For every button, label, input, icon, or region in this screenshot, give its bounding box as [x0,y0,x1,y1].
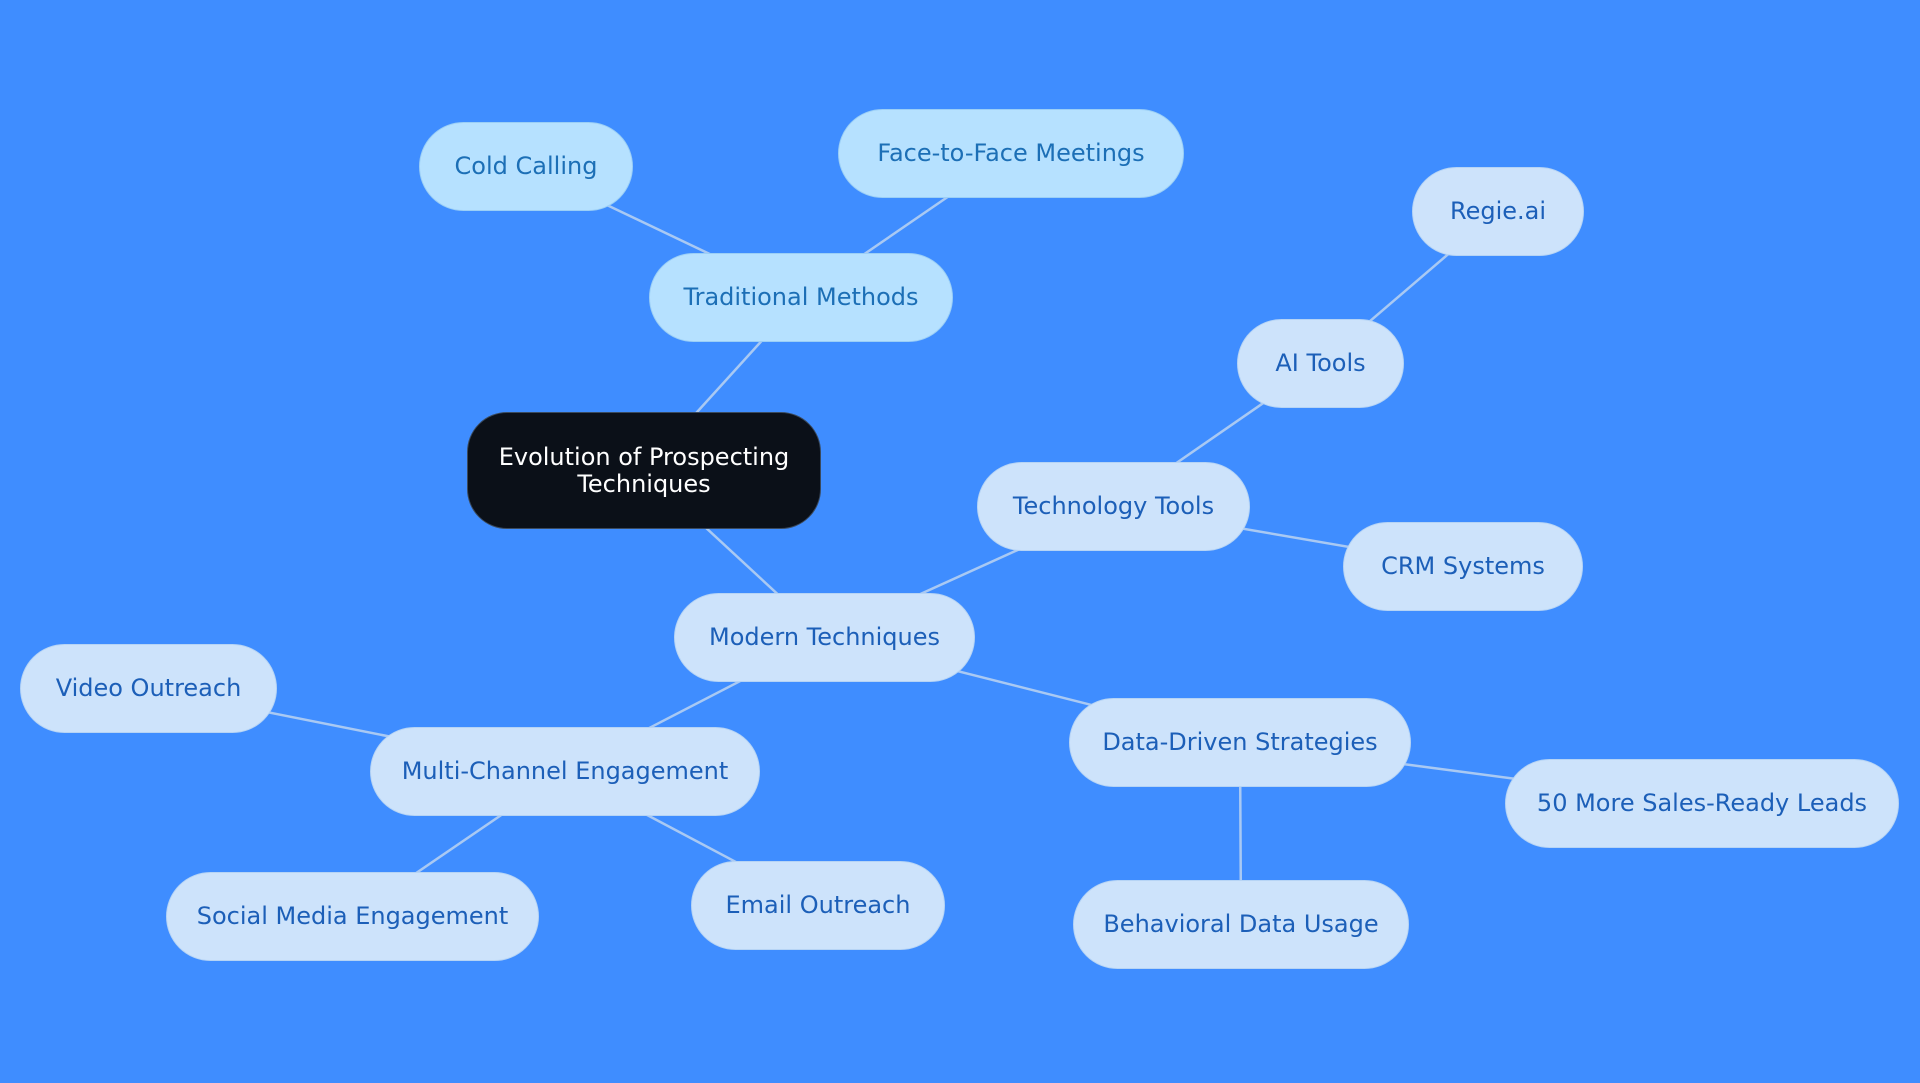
node-traditional-methods[interactable]: Traditional Methods [649,253,953,342]
node-video-outreach[interactable]: Video Outreach [20,644,277,733]
node-evolution-of-prospecting-techniques[interactable]: Evolution of Prospecting Techniques [467,412,821,529]
node-data-driven-strategies[interactable]: Data-Driven Strategies [1069,698,1411,787]
node-regie-ai[interactable]: Regie.ai [1412,167,1584,256]
node-ai-tools[interactable]: AI Tools [1237,319,1404,408]
node-crm-systems[interactable]: CRM Systems [1343,522,1583,611]
node-label: 50 More Sales-Ready Leads [1536,789,1868,817]
node-50-more-sales-ready-leads[interactable]: 50 More Sales-Ready Leads [1505,759,1899,848]
node-technology-tools[interactable]: Technology Tools [977,462,1250,551]
node-email-outreach[interactable]: Email Outreach [691,861,945,950]
node-label: Evolution of Prospecting Techniques [498,442,790,498]
node-label: Behavioral Data Usage [1103,910,1379,938]
node-face-to-face-meetings[interactable]: Face-to-Face Meetings [838,109,1184,198]
node-label: Social Media Engagement [196,902,509,930]
node-label: CRM Systems [1381,552,1545,580]
node-label: Data-Driven Strategies [1102,728,1378,756]
node-modern-techniques[interactable]: Modern Techniques [674,593,975,682]
node-label: AI Tools [1275,349,1366,377]
node-multi-channel-engagement[interactable]: Multi-Channel Engagement [370,727,760,816]
node-label: Video Outreach [55,674,242,702]
node-label: Face-to-Face Meetings [877,139,1145,167]
node-label: Cold Calling [454,152,598,180]
node-behavioral-data-usage[interactable]: Behavioral Data Usage [1073,880,1409,969]
node-label: Regie.ai [1449,197,1547,225]
node-label: Traditional Methods [683,283,919,311]
node-social-media-engagement[interactable]: Social Media Engagement [166,872,539,961]
node-cold-calling[interactable]: Cold Calling [419,122,633,211]
node-label: Modern Techniques [708,623,941,651]
node-label: Email Outreach [725,891,911,919]
node-label: Technology Tools [1012,492,1215,520]
node-label: Multi-Channel Engagement [401,757,729,785]
